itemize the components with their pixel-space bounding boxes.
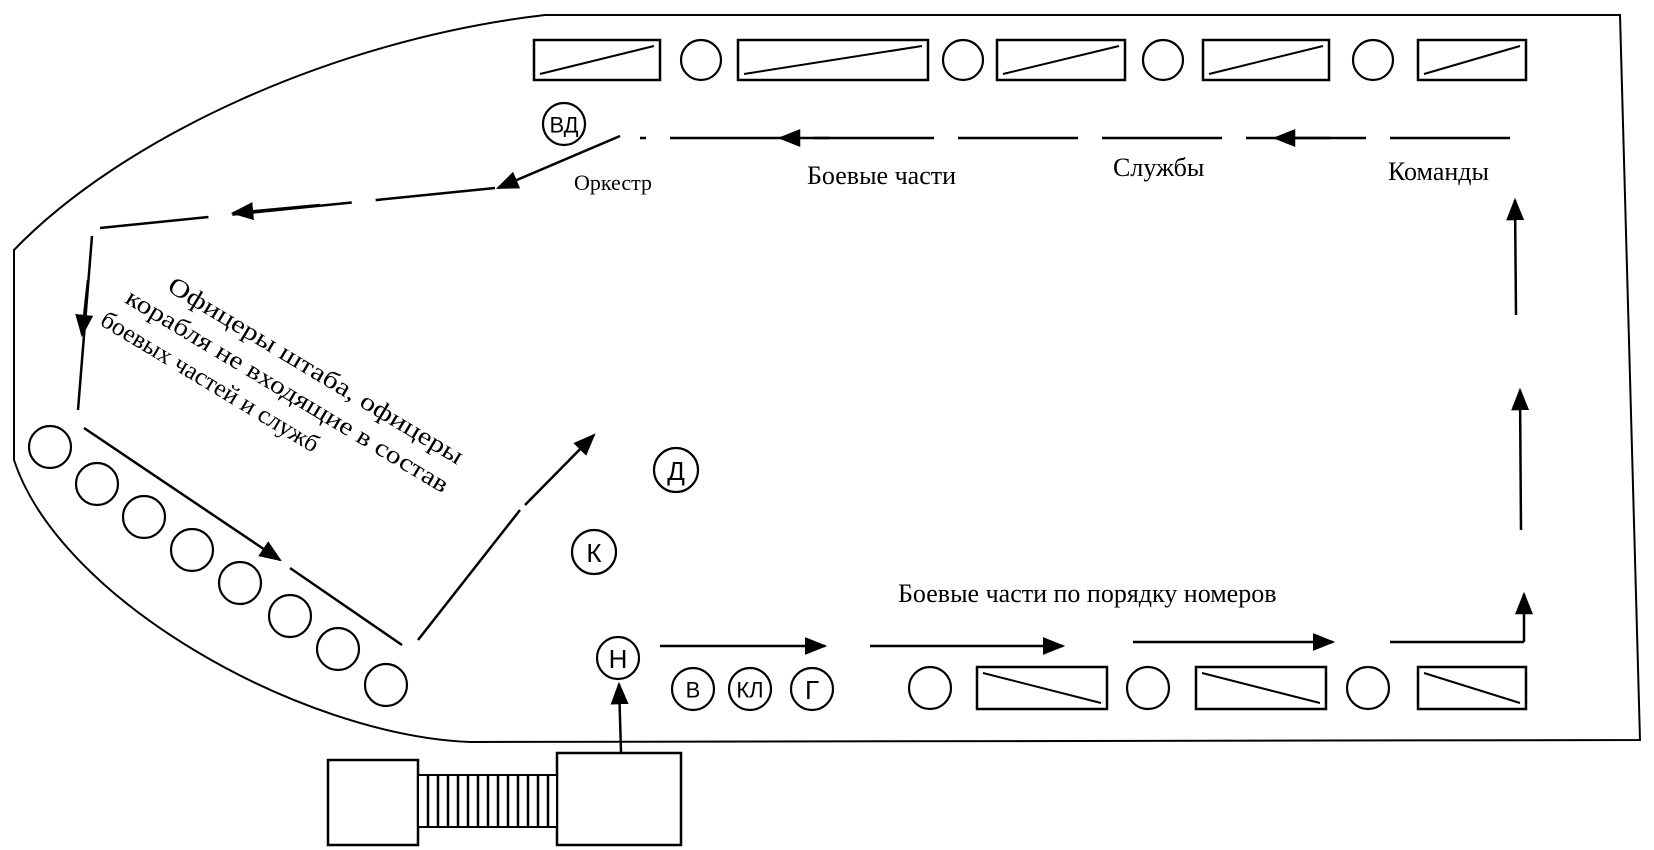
label-services: Службы (1113, 153, 1204, 182)
marker-n: Н (595, 635, 641, 681)
bottom-formation-row (907, 665, 1528, 711)
formation-circle (941, 38, 985, 82)
parade-ground-outline (13, 14, 1642, 744)
top-formation-row (532, 38, 1528, 82)
marker-n-label: Н (609, 644, 628, 674)
marker-vd-label: ВД (549, 113, 578, 138)
marker-k-label: К (586, 538, 601, 568)
label-combat-units-top: Боевые части (807, 161, 956, 190)
label-teams: Команды (1388, 157, 1489, 186)
officer-circle (267, 593, 313, 639)
bottom-route (660, 197, 1533, 655)
top-route (75, 129, 1510, 411)
marker-vd: ВД (541, 101, 587, 147)
marker-g-label: Г (805, 675, 819, 705)
marker-k: К (570, 528, 618, 576)
formation-circle (1125, 665, 1171, 711)
officer-circle (217, 560, 263, 606)
officer-circle (74, 461, 120, 507)
formation-circle (1351, 38, 1395, 82)
officer-circle (169, 527, 215, 573)
officer-circle (27, 424, 73, 470)
marker-kl-label: КЛ (736, 678, 763, 703)
marker-kl: КЛ (727, 666, 773, 712)
formation-circle (1141, 38, 1185, 82)
officers-note: Офицеры штаба, офицеры корабля не входящ… (96, 272, 469, 499)
entrance-arrow (610, 681, 629, 753)
formation-circle (679, 38, 723, 82)
marker-g: Г (789, 666, 835, 712)
formation-circle (907, 665, 953, 711)
diagonal-route (83, 426, 596, 647)
label-orchestra: Оркестр (574, 170, 652, 195)
officers-circles-row (27, 424, 409, 708)
marker-v-label: В (686, 678, 701, 703)
marker-d: Д (652, 446, 700, 494)
officer-circle (121, 494, 167, 540)
formation-box (1201, 38, 1331, 82)
gate-structure (326, 751, 683, 847)
marker-v: В (670, 666, 716, 712)
formation-circle (1345, 665, 1391, 711)
officers-note-line2: корабля не входящие в состав (121, 284, 454, 499)
label-combat-units-bottom: Боевые части по порядку номеров (898, 579, 1276, 608)
officer-circle (363, 662, 409, 708)
officer-circle (315, 626, 361, 672)
marker-d-label: Д (667, 456, 685, 486)
